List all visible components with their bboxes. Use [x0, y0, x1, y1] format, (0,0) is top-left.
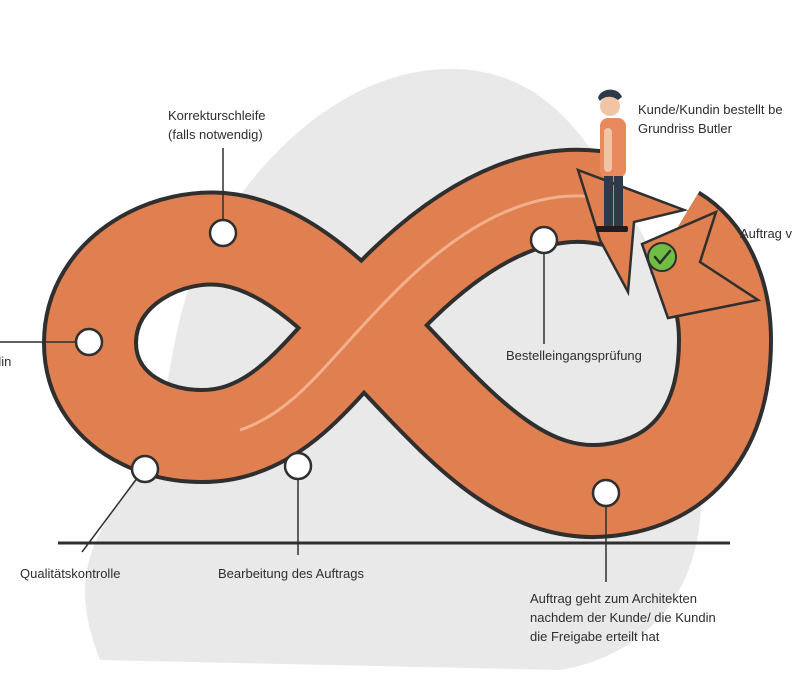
node-quality-control — [130, 454, 160, 484]
person-figure — [596, 89, 628, 232]
label-order-intake-check: Bestelleingangsprüfung — [506, 348, 642, 363]
node-left — [74, 327, 104, 357]
node-architect — [591, 478, 621, 508]
node-order-processing — [283, 451, 313, 481]
node-correction-loop — [208, 218, 238, 248]
arrow-head-bottom — [640, 209, 762, 320]
label-order-cut: Auftrag v — [740, 226, 792, 241]
loop-nodes — [74, 218, 621, 508]
label-left-cut: din — [0, 354, 12, 369]
label-customer-orders: Kunde/Kundin bestellt be Grundriss Butle… — [638, 102, 783, 136]
checkmark-icon — [647, 242, 677, 272]
leader-lines — [0, 148, 607, 582]
label-to-architect: Auftrag geht zum Architekten nachdem der… — [530, 591, 716, 644]
label-order-processing: Bearbeitung des Auftrags — [218, 566, 364, 581]
node-order-intake — [529, 225, 559, 255]
label-quality-control: Qualitätskontrolle — [20, 566, 121, 581]
label-correction-loop: Korrekturschleife (falls notwendig) — [168, 108, 266, 142]
